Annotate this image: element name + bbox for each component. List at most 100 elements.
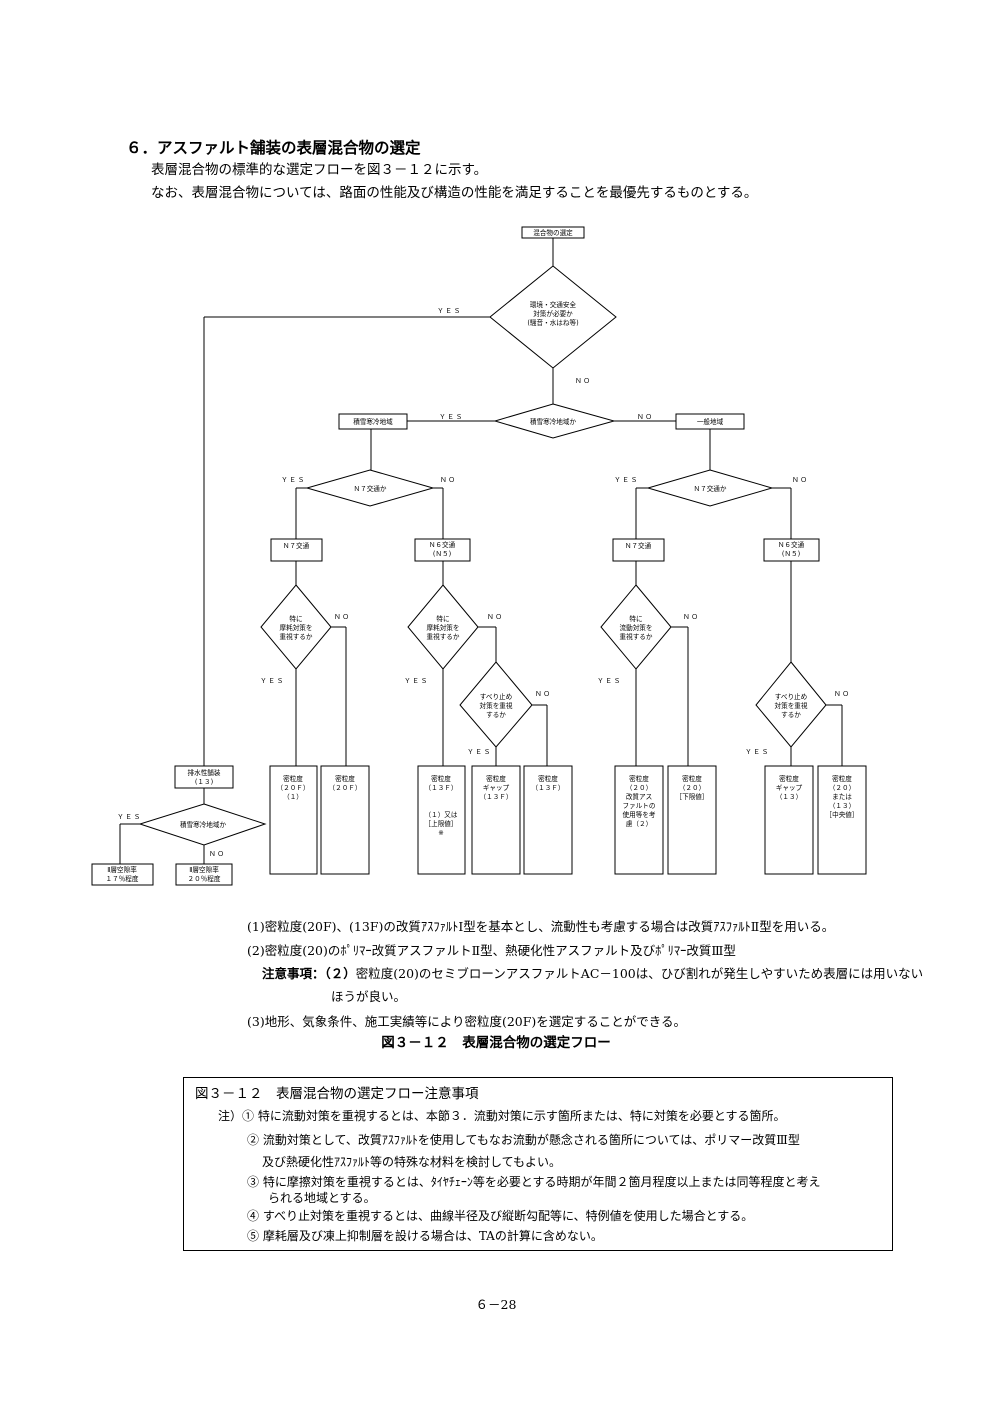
skid-q-mid-2: 対策を重視 <box>480 701 513 710</box>
result6-line5: 使用等を考 <box>623 810 656 819</box>
figure-caption: 図３－１２ 表層混合物の選定フロー <box>381 1035 611 1051</box>
rut-q-1: 特に <box>629 614 642 623</box>
result3-line5: ［上限値］ <box>425 819 458 828</box>
drain-box-2: (１３) <box>195 778 213 786</box>
start-box: 混合物の選定 <box>533 228 573 237</box>
rut-q-2: 流動対策を <box>620 623 653 632</box>
abrasion-q-mid-2: 摩耗対策を <box>427 623 460 632</box>
no-label: ＮＯ <box>834 690 851 698</box>
result3-line2: （１３Ｆ） <box>425 784 458 792</box>
yes-label: ＹＥＳ <box>745 748 770 756</box>
no-label: ＮＯ <box>440 476 457 484</box>
yes-label: ＹＥＳ <box>614 476 639 484</box>
result7-line3: ［下限値］ <box>676 792 709 801</box>
no-label: ＮＯ <box>637 413 654 421</box>
no-label: ＮＯ <box>575 377 592 385</box>
skid-q-right-3: するか <box>781 711 801 719</box>
skid-q-right-1: すべり止め <box>775 692 808 701</box>
drain-box-1: 排水性舗装 <box>188 768 221 777</box>
caution-item-1: 注）① 特に流動対策を重視するとは、本節３．流動対策に示す箇所または、特に対策を… <box>218 1109 786 1123</box>
result7-line1: 密粒度 <box>682 774 702 783</box>
section-heading: ６．アスファルト舗装の表層混合物の選定 <box>126 138 421 157</box>
no-label: ＮＯ <box>683 613 700 621</box>
result1-line2: （２０Ｆ） <box>277 784 310 792</box>
no-label: ＮＯ <box>535 690 552 698</box>
result6-line3: 改質アス <box>626 792 652 801</box>
result9-line4: （１３） <box>829 802 855 810</box>
yes-label: ＹＥＳ <box>437 307 462 315</box>
page-number: ６－28 <box>475 1297 517 1312</box>
result9-line5: ［中央値］ <box>826 810 859 819</box>
intro-line-1: 表層混合物の標準的な選定フローを図３－１２に示す。 <box>151 162 488 178</box>
result6-line1: 密粒度 <box>629 774 649 783</box>
abrasion-q-left-3: 重視するか <box>280 632 313 641</box>
result4-line3: （１３Ｆ） <box>480 793 513 801</box>
result2-line1: 密粒度 <box>335 774 355 783</box>
n6-box-right-2: (Ｎ５) <box>782 550 800 558</box>
result9-line3: または <box>832 793 852 801</box>
result2-line2: （２０Ｆ） <box>329 784 362 792</box>
result9-line2: （２０） <box>829 784 855 792</box>
intro-line-2: なお、表層混合物については、路面の性能及び構造の性能を満足することを最優先するも… <box>151 185 758 201</box>
result9-line1: 密粒度 <box>832 774 852 783</box>
yes-label: ＹＥＳ <box>117 813 142 821</box>
result7-line2: （２０） <box>679 784 705 792</box>
abrasion-q-left-2: 摩耗対策を <box>280 623 313 632</box>
env-question-3: (騒音・水はね等) <box>527 318 578 327</box>
n7-question-right: Ｎ７交通か <box>694 484 727 493</box>
env-question-2: 対策が必要か <box>533 309 573 318</box>
yes-label: ＹＥＳ <box>260 677 285 685</box>
result5-line1: 密粒度 <box>538 774 558 783</box>
snow-region-box: 積雪寒冷地域 <box>353 417 393 426</box>
caution-item-4: ④ すべり止対策を重視するとは、曲線半径及び縦断勾配等に、特例値を使用した場合と… <box>247 1209 754 1223</box>
snow-question: 積雪寒冷地域か <box>530 417 577 426</box>
env-question-1: 環境・交通安全 <box>530 300 577 309</box>
n7-box-right: Ｎ７交通 <box>625 541 652 550</box>
caution-box <box>183 1077 893 1251</box>
result8-line3: （１３） <box>776 793 802 801</box>
yes-label: ＹＥＳ <box>467 748 492 756</box>
n7-question-left: Ｎ７交通か <box>354 484 387 493</box>
result5-line2: （１３Ｆ） <box>532 784 565 792</box>
result1-line3: （１） <box>283 793 303 801</box>
n6-box-left-2: (Ｎ５) <box>433 550 451 558</box>
yes-label: ＹＥＳ <box>281 476 306 484</box>
abrasion-q-mid-3: 重視するか <box>427 632 460 641</box>
result6-line4: ファルトの <box>623 802 656 810</box>
caution-item-2: ② 流動対策として、改質ｱｽﾌｧﾙﾄを使用してもなお流動が懸念される箇所について… <box>247 1133 800 1147</box>
note-caution-cont: ほうが良い。 <box>331 989 407 1004</box>
note-2: (2)密粒度(20)のﾎﾟﾘﾏｰ改質アスファルトⅡ型、熱硬化性アスファルト及びﾎ… <box>247 943 736 958</box>
snow-question-2: 積雪寒冷地域か <box>180 820 227 829</box>
result4-line2: ギャップ <box>483 784 510 792</box>
result4-line1: 密粒度 <box>486 774 506 783</box>
rut-q-3: 重視するか <box>620 632 653 641</box>
yes-label: ＹＥＳ <box>597 677 622 685</box>
no-label: ＮＯ <box>209 850 226 858</box>
skid-q-mid-3: するか <box>486 711 506 719</box>
result6-line6: 慮（２） <box>626 819 652 828</box>
result3-line4: （１）又は <box>425 811 458 819</box>
caution-text: 密粒度(20)のセミブローンアスファルトAC－100は、ひび割れが発生しやすいた… <box>355 966 924 981</box>
yes-label: ＹＥＳ <box>404 677 429 685</box>
no-label: ＮＯ <box>792 476 809 484</box>
note-caution: 注意事項：（２）密粒度(20)のセミブローンアスファルトAC－100は、ひび割れ… <box>262 963 923 982</box>
abrasion-q-mid-1: 特に <box>436 614 449 623</box>
no-label: ＮＯ <box>487 613 504 621</box>
void17-box-2: １７％程度 <box>106 874 139 883</box>
note-1: (1)密粒度(20F)、(13F)の改質ｱｽﾌｧﾙﾄⅠ型を基本とし、流動性も考慮… <box>247 919 835 934</box>
caution-item-3-cont: られる地域とする。 <box>268 1191 376 1205</box>
result6-line2: （２０） <box>626 784 652 792</box>
yes-label: ＹＥＳ <box>439 413 464 421</box>
abrasion-q-left-1: 特に <box>289 614 302 623</box>
void17-box-1: Ⅱ層空隙率 <box>107 865 137 874</box>
no-label: ＮＯ <box>334 613 351 621</box>
selection-flowchart: 混合物の選定 環境・交通安全 対策が必要か (騒音・水はね等) 積雪寒冷地域か … <box>91 226 867 886</box>
n6-box-left-1: Ｎ６交通 <box>429 540 456 549</box>
n7-box-left: Ｎ７交通 <box>283 541 310 550</box>
caution-item-5: ⑤ 摩耗層及び凍上抑制層を設ける場合は、TAの計算に含めない。 <box>247 1229 603 1243</box>
caution-box-title: 図３－１２ 表層混合物の選定フロー注意事項 <box>195 1086 479 1102</box>
skid-q-right-2: 対策を重視 <box>775 701 808 710</box>
note-3: (3)地形、気象条件、施工実績等により密粒度(20F)を選定することができる。 <box>247 1014 687 1029</box>
general-region-box: 一般地域 <box>697 417 724 426</box>
caution-item-2-cont: 及び熱硬化性ｱｽﾌｧﾙﾄ等の特殊な材料を検討してもよい。 <box>262 1155 562 1169</box>
